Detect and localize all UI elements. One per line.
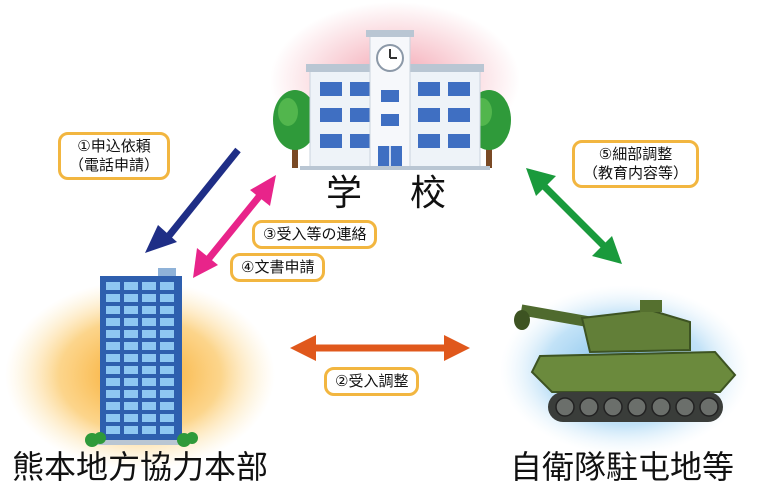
shrub-left-icon: [85, 432, 106, 447]
office-window: [160, 366, 174, 374]
tank-wheel: [627, 397, 647, 417]
arrow-step4: [193, 175, 276, 278]
tree-left-icon: [273, 90, 317, 168]
office-window: [160, 342, 174, 350]
office-window: [124, 342, 138, 350]
office-window: [160, 390, 174, 398]
tank-wheel: [675, 397, 695, 417]
office-window: [142, 306, 156, 314]
tank-illustration: [500, 285, 750, 455]
tank-wheel: [603, 397, 623, 417]
tank-wheel: [579, 397, 599, 417]
office-window: [160, 402, 174, 410]
office-window: [124, 378, 138, 386]
office-window: [106, 330, 120, 338]
arrow-step2: [290, 335, 470, 361]
step5-line2: （教育内容等）: [583, 164, 689, 182]
office-window: [160, 426, 174, 434]
clock-icon: [376, 44, 404, 72]
step1-label: ①申込依頼 （電話申請）: [58, 132, 171, 180]
office-window: [142, 402, 156, 410]
school-title: 学 校: [326, 173, 453, 214]
base-title: 自衛隊駐屯地等: [510, 448, 735, 486]
step4-text: ④文書申請: [241, 258, 315, 276]
office-window: [106, 426, 120, 434]
office-window: [106, 366, 120, 374]
office-window: [142, 414, 156, 422]
office-window: [160, 318, 174, 326]
office-window: [124, 318, 138, 326]
office-window: [106, 306, 120, 314]
office-window: [142, 354, 156, 362]
office-window: [106, 354, 120, 362]
step5-label: ⑤細部調整 （教育内容等）: [572, 140, 700, 188]
office-window: [106, 390, 120, 398]
office-window: [106, 414, 120, 422]
office-window: [124, 414, 138, 422]
office-window: [124, 294, 138, 302]
step2-text: ②受入調整: [335, 372, 409, 390]
office-window: [160, 306, 174, 314]
office-window: [124, 402, 138, 410]
office-window: [124, 354, 138, 362]
office-window: [142, 342, 156, 350]
tank-wheels: [555, 397, 719, 417]
office-window: [160, 414, 174, 422]
arrow-step5: [526, 168, 622, 264]
office-window: [142, 282, 156, 290]
tank-wheel: [699, 397, 719, 417]
office-window: [124, 282, 138, 290]
office-window: [142, 318, 156, 326]
office-window: [160, 294, 174, 302]
office-window: [142, 294, 156, 302]
office-window: [106, 282, 120, 290]
office-window: [142, 330, 156, 338]
office-window: [142, 366, 156, 374]
office-window: [106, 378, 120, 386]
office-window: [142, 390, 156, 398]
shrub-right-icon: [177, 432, 198, 447]
step5-line1: ⑤細部調整: [598, 145, 673, 163]
office-window: [160, 282, 174, 290]
step1-line1: ①申込依頼: [77, 137, 151, 155]
office-window: [124, 330, 138, 338]
office-window: [106, 318, 120, 326]
step2-label: ②受入調整: [324, 367, 420, 396]
step4-label: ④文書申請: [230, 253, 326, 282]
office-window: [124, 426, 138, 434]
school-illustration: [270, 2, 520, 170]
office-window: [124, 366, 138, 374]
office-window: [160, 378, 174, 386]
office-illustration: [5, 268, 275, 470]
office-window: [106, 342, 120, 350]
tank-wheel: [651, 397, 671, 417]
step3-label: ③受入等の連絡: [252, 220, 378, 249]
office-window: [160, 330, 174, 338]
office-window: [106, 402, 120, 410]
office-window: [142, 378, 156, 386]
office-title: 熊本地方協力本部: [12, 448, 269, 486]
office-window: [124, 390, 138, 398]
office-window: [160, 354, 174, 362]
office-window: [142, 426, 156, 434]
arrow-step1: [145, 147, 241, 253]
office-windows: [106, 282, 174, 434]
tank-wheel: [555, 397, 575, 417]
step1-line2: （電話申請）: [69, 156, 160, 174]
office-window: [124, 306, 138, 314]
step3-text: ③受入等の連絡: [263, 225, 367, 243]
office-window: [106, 294, 120, 302]
